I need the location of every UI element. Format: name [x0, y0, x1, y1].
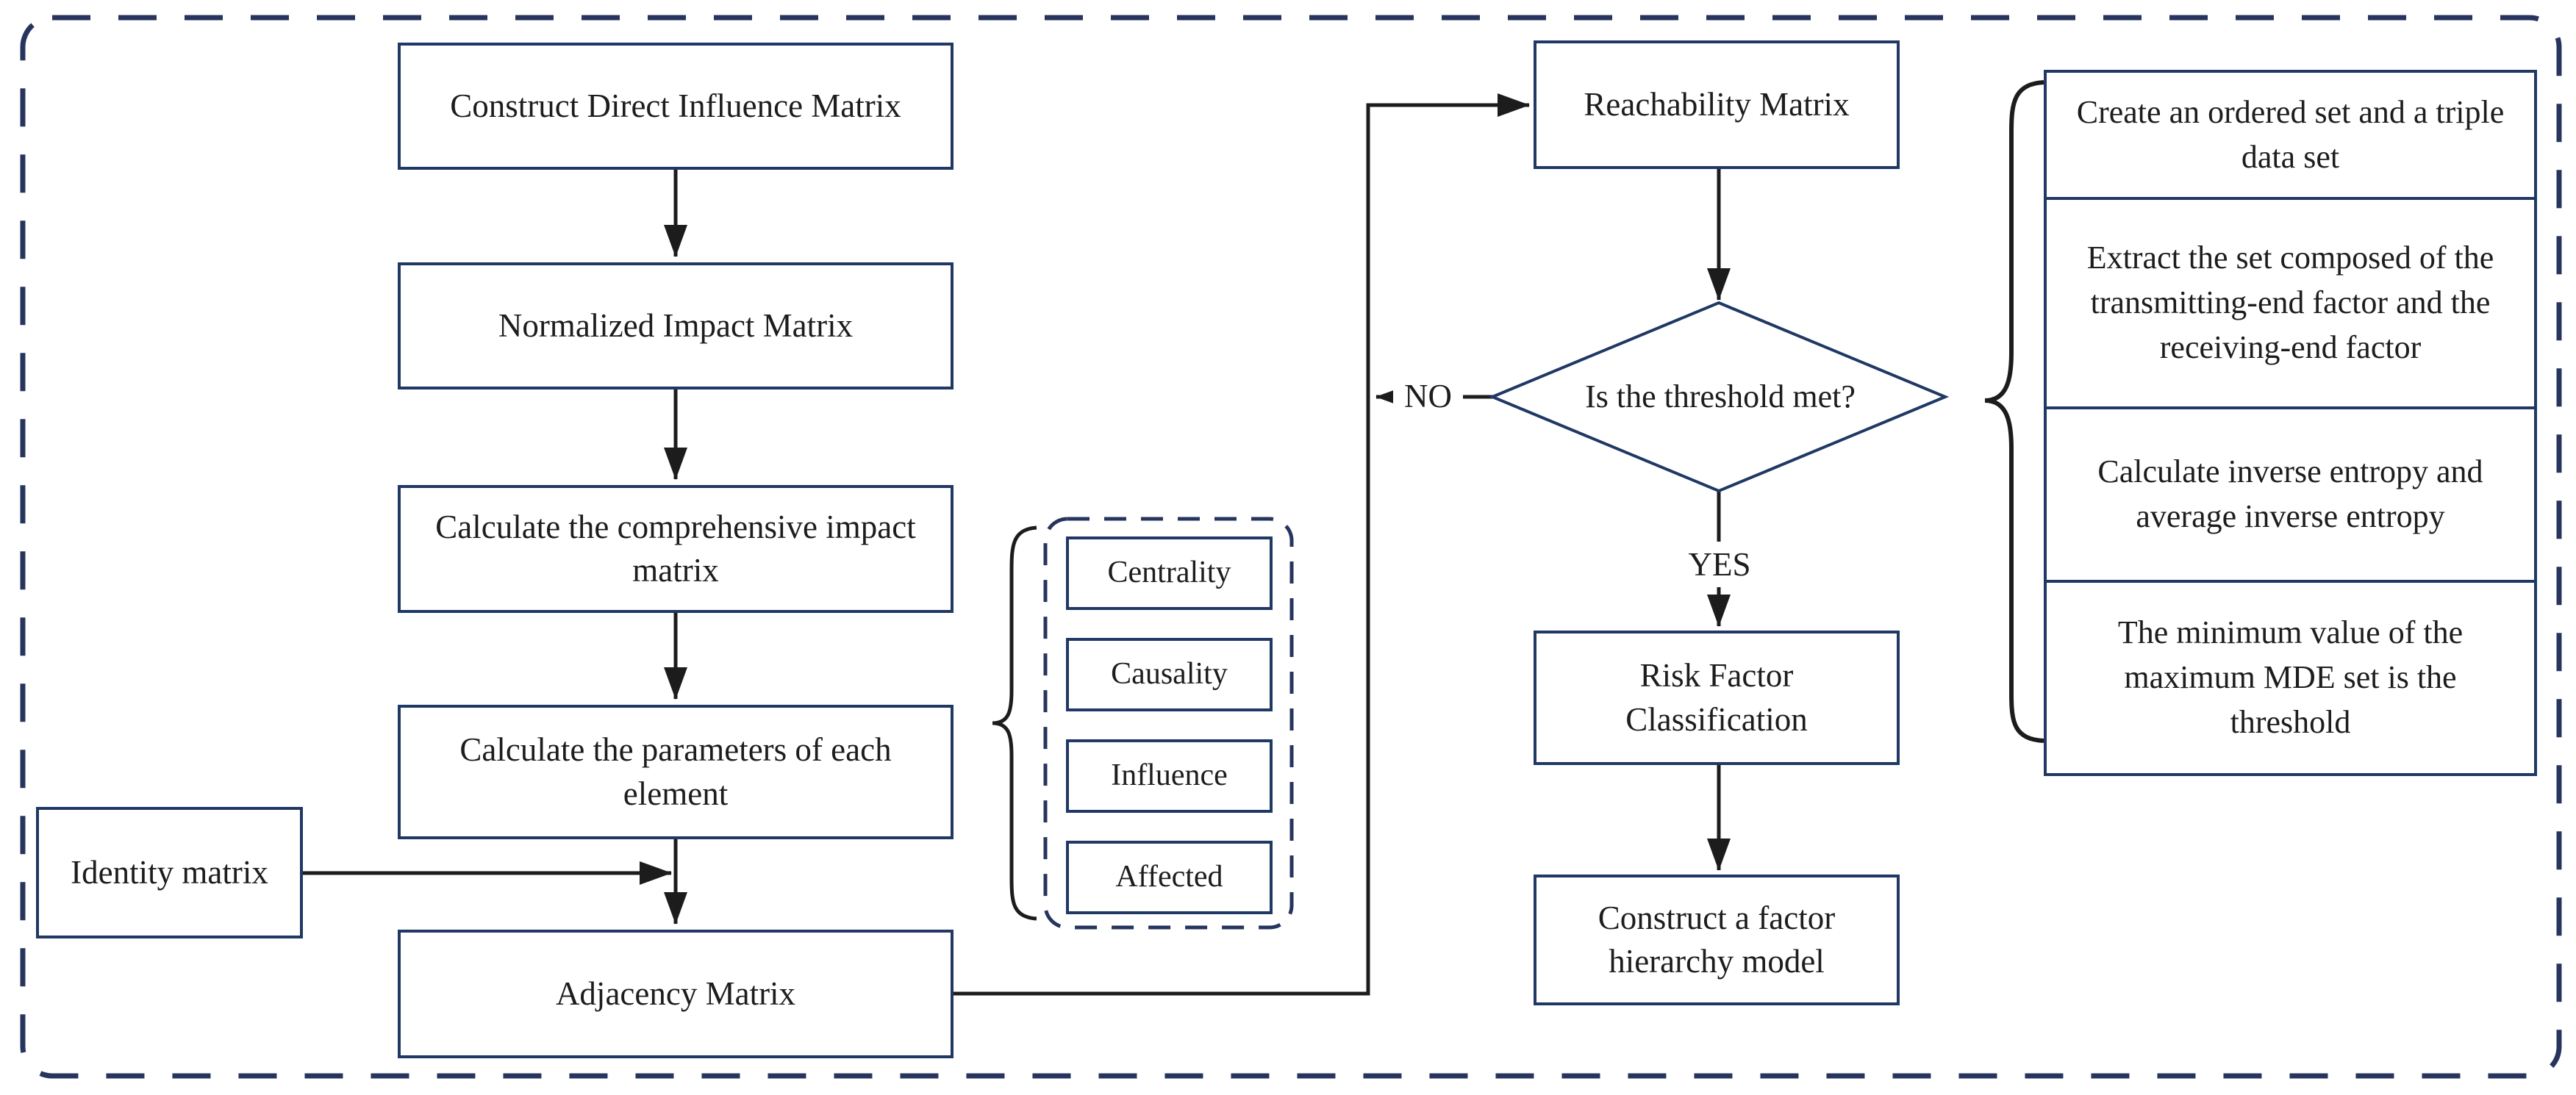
threshold-step-inverse-entropy: Calculate inverse entropy and average in… [2047, 406, 2534, 580]
node-identity-matrix: Identity matrix [36, 807, 303, 938]
parameter-item-affected: Affected [1066, 841, 1273, 914]
node-factor-hierarchy-model: Construct a factor hierarchy model [1534, 875, 1900, 1005]
node-element-parameters: Calculate the parameters of each element [398, 705, 954, 839]
node-adjacency-matrix: Adjacency Matrix [398, 930, 954, 1058]
node-reachability-matrix: Reachability Matrix [1534, 40, 1900, 169]
parameter-item-centrality: Centrality [1066, 536, 1273, 610]
decision-no-label: NO [1393, 373, 1463, 419]
node-construct-direct-influence-matrix: Construct Direct Influence Matrix [398, 43, 954, 170]
parameters-brace [992, 525, 1037, 921]
parameter-item-causality: Causality [1066, 638, 1273, 711]
node-normalized-impact-matrix: Normalized Impact Matrix [398, 262, 954, 389]
node-risk-factor-classification: Risk Factor Classification [1534, 631, 1900, 765]
decision-diamond [1488, 301, 1950, 493]
loop-adjacency-to-reachability [954, 93, 1530, 996]
node-comprehensive-impact-matrix: Calculate the comprehensive impact matri… [398, 485, 954, 613]
threshold-brace [1984, 80, 2044, 743]
threshold-step-extract-set: Extract the set composed of the transmit… [2047, 197, 2534, 406]
parameter-item-influence: Influence [1066, 739, 1273, 813]
decision-diamond-label: Is the threshold met? [1585, 378, 1856, 415]
parameter-group-dashed-border [1043, 517, 1294, 930]
threshold-step-minimum-mde: The minimum value of the maximum MDE set… [2047, 580, 2534, 773]
decision-yes-label: YES [1678, 542, 1761, 587]
threshold-step-ordered-set: Create an ordered set and a triple data … [2076, 93, 2505, 175]
threshold-steps-stack: Create an ordered set and a triple data … [2044, 70, 2537, 776]
